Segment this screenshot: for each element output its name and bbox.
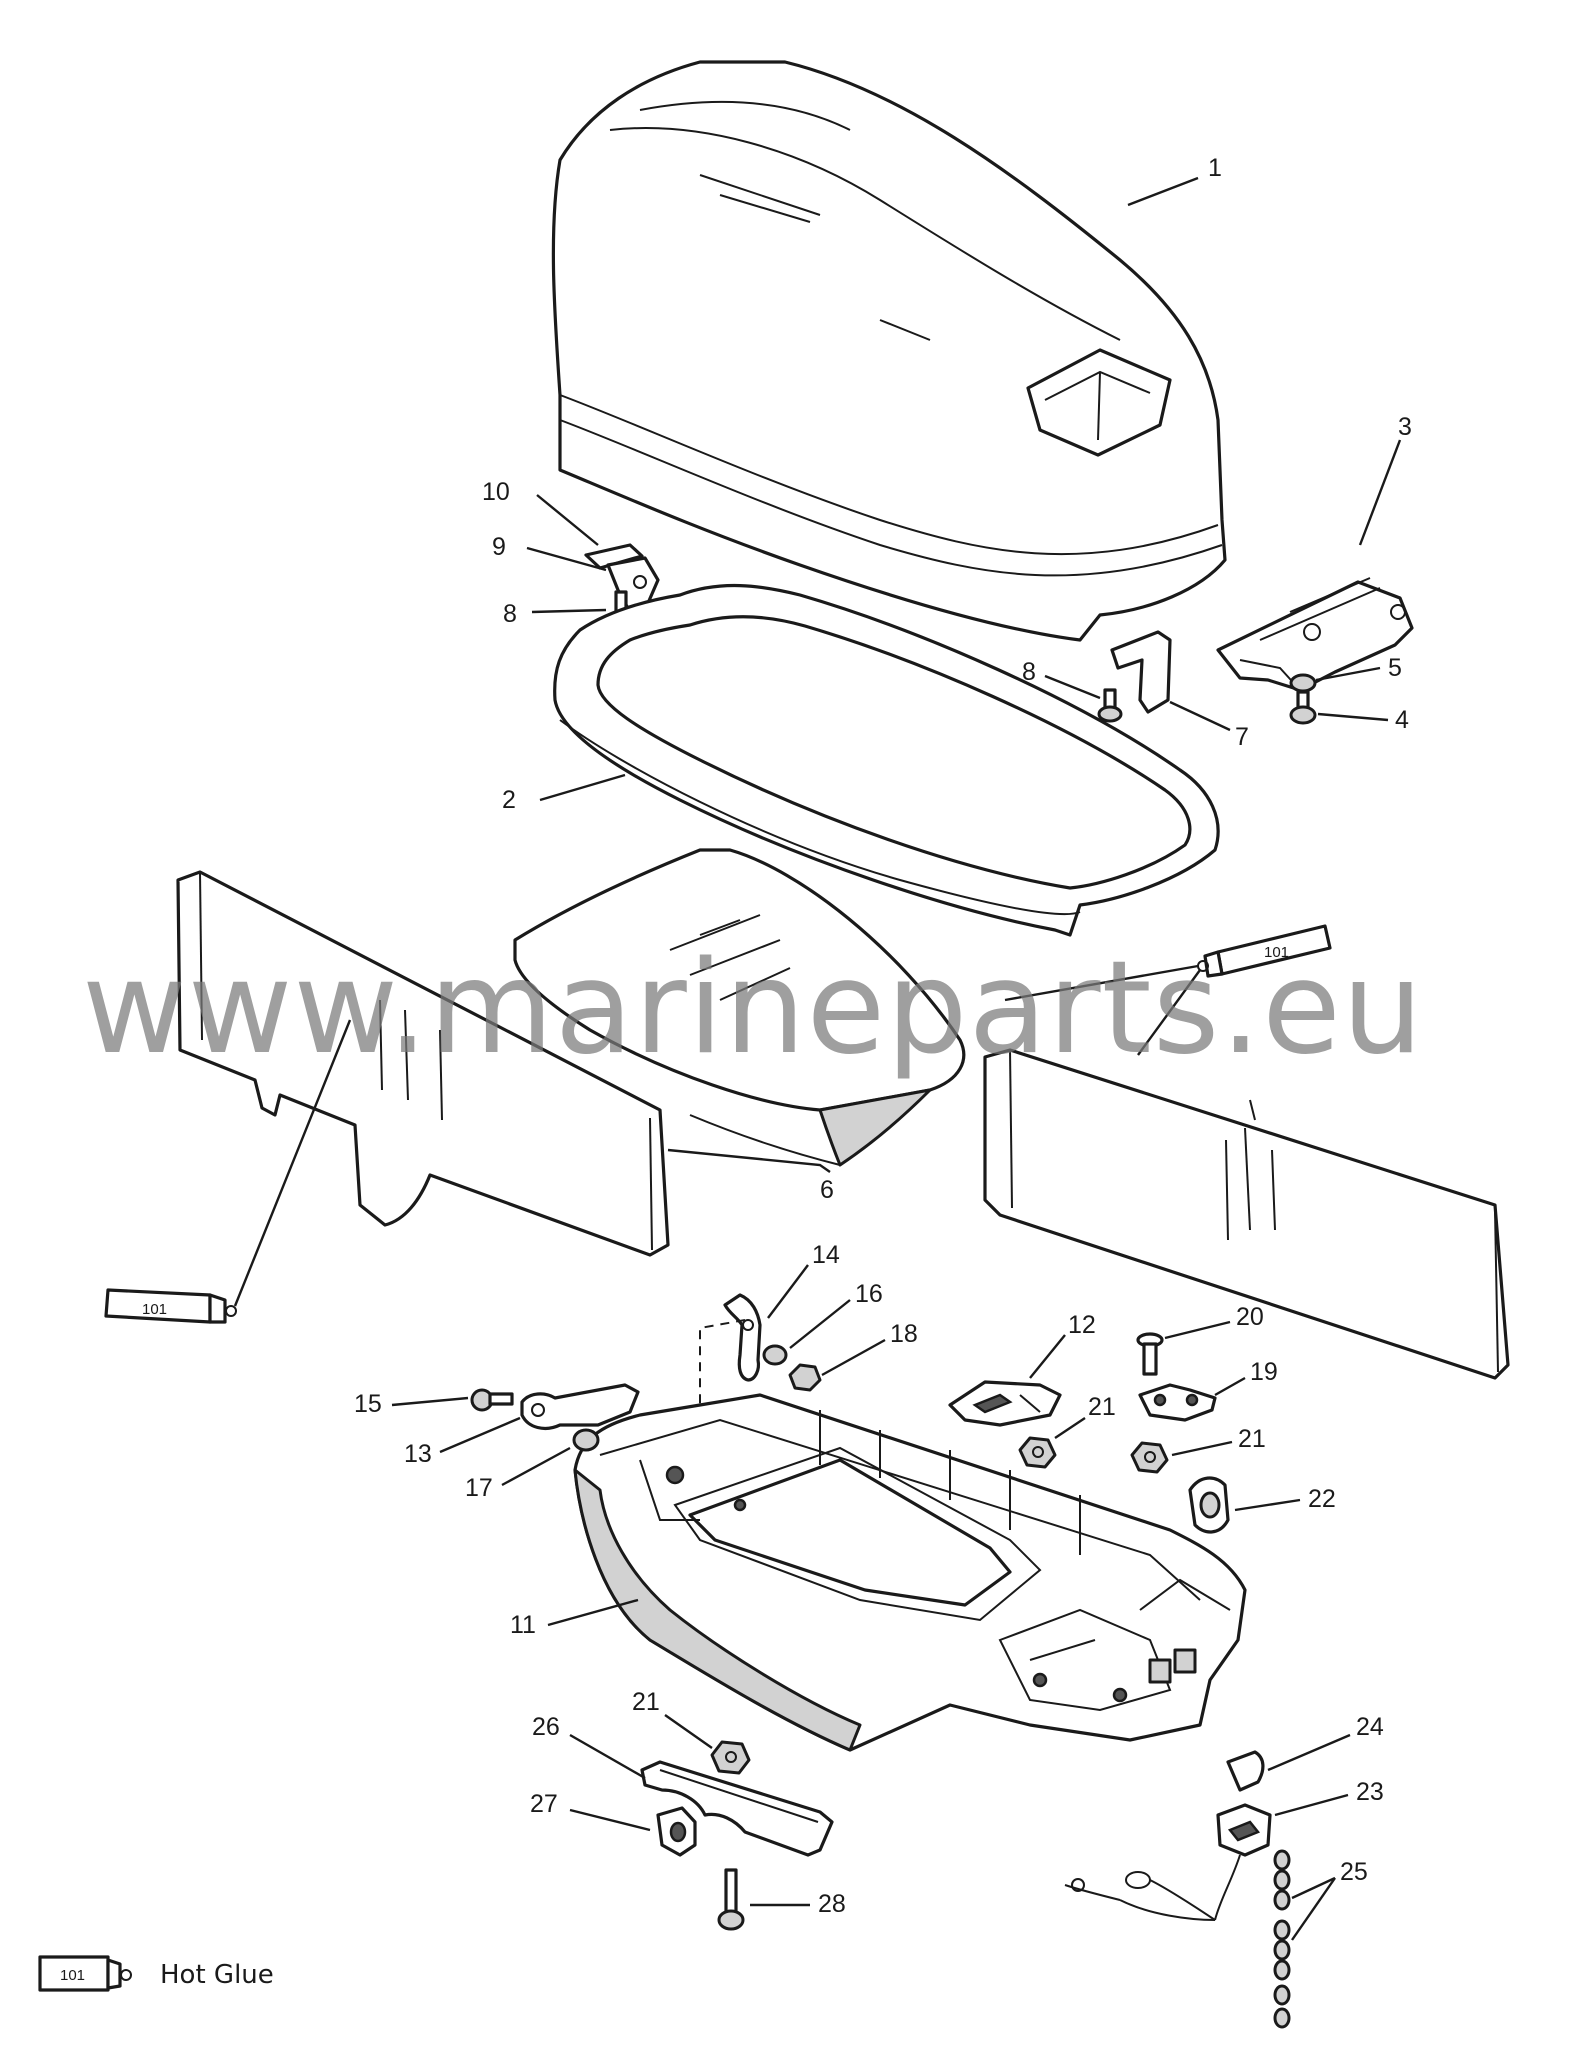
callout-8a: 8 xyxy=(503,600,517,628)
callout-12: 12 xyxy=(1068,1311,1096,1339)
callout-21b: 21 xyxy=(1238,1425,1266,1453)
callout-22: 22 xyxy=(1308,1485,1336,1513)
callout-24: 24 xyxy=(1356,1713,1384,1741)
callout-23: 23 xyxy=(1356,1778,1384,1806)
part-8-screw-right xyxy=(1044,674,1123,723)
callout-8b: 8 xyxy=(1022,658,1036,686)
callout-25: 25 xyxy=(1340,1858,1368,1886)
glue-tube-right-label: 101 xyxy=(1264,944,1289,961)
part-15-bolt xyxy=(391,1388,514,1412)
part-1-top-cowl xyxy=(551,60,1227,642)
callout-11: 11 xyxy=(510,1611,536,1639)
part-6-center-foam xyxy=(513,848,966,1167)
part-28-screw xyxy=(717,1868,810,1931)
part-13-lever xyxy=(439,1383,640,1454)
part-3-latch-handle xyxy=(1216,439,1414,692)
part-5-washer xyxy=(1289,666,1381,693)
callout-14: 14 xyxy=(812,1241,840,1269)
callout-28: 28 xyxy=(818,1890,846,1918)
part-19-latch-base xyxy=(1138,1376,1246,1422)
callout-27: 27 xyxy=(530,1790,558,1818)
part-2-seal-frame xyxy=(539,583,1220,937)
glue-tube-left-label: 101 xyxy=(142,1301,167,1318)
part-6-right-foam xyxy=(983,1048,1510,1380)
part-14-cam-lever xyxy=(723,1264,809,1382)
glue-tube-left: 101 xyxy=(104,1019,352,1324)
callout-13: 13 xyxy=(404,1440,432,1468)
callout-7: 7 xyxy=(1235,723,1249,751)
part-16-washer xyxy=(762,1299,851,1366)
part-25-terminals xyxy=(1273,1849,1336,2029)
part-21-nut-upper xyxy=(1018,1417,1086,1469)
part-24-clip xyxy=(1226,1733,1351,1792)
part-18-nut xyxy=(788,1338,886,1392)
callout-5: 5 xyxy=(1388,654,1402,682)
callout-17: 17 xyxy=(465,1474,493,1502)
part-11-bottom-cowl xyxy=(547,1393,1247,1752)
callout-10: 10 xyxy=(482,478,510,506)
part-12-latch-hook xyxy=(948,1334,1066,1427)
part-21-nut-lower xyxy=(664,1714,751,1775)
callout-18: 18 xyxy=(890,1320,918,1348)
part-27-spacer xyxy=(569,1806,697,1857)
part-26-latch-plate xyxy=(569,1733,834,1857)
callout-4: 4 xyxy=(1395,706,1409,734)
part-23-switch-and-lead xyxy=(1064,1793,1349,1921)
part-10-retainer xyxy=(536,494,644,570)
part-6-left-foam xyxy=(176,870,670,1257)
callout-26: 26 xyxy=(532,1713,560,1741)
dashed-alignment-line xyxy=(699,1319,746,1410)
part-17-bushing xyxy=(501,1428,600,1487)
callout-9: 9 xyxy=(492,533,506,561)
part-22-grommet xyxy=(1188,1476,1301,1534)
part-20-bolt xyxy=(1136,1320,1231,1376)
callout-15: 15 xyxy=(354,1390,382,1418)
callout-21c: 21 xyxy=(632,1688,660,1716)
callout-16: 16 xyxy=(855,1280,883,1308)
callout-19: 19 xyxy=(1250,1358,1278,1386)
part-21-nut-right xyxy=(1130,1440,1233,1474)
callout-3: 3 xyxy=(1398,413,1412,441)
part-7-bracket xyxy=(1110,630,1231,732)
callout-20: 20 xyxy=(1236,1303,1264,1331)
legend-hot-glue: 101 Hot Glue xyxy=(38,1955,274,1992)
legend-code: 101 xyxy=(60,1967,85,1984)
part-4-bolt xyxy=(1289,690,1389,725)
part-6-leader xyxy=(667,1148,831,1173)
glue-tube-right: 101 xyxy=(1004,924,1332,1056)
callout-6: 6 xyxy=(820,1176,834,1204)
legend-text: Hot Glue xyxy=(160,1960,274,1990)
watermark: www.marineparts.eu xyxy=(82,934,1424,1083)
callout-21a: 21 xyxy=(1088,1393,1116,1421)
callout-2: 2 xyxy=(502,786,516,814)
callout-1: 1 xyxy=(1208,154,1222,182)
